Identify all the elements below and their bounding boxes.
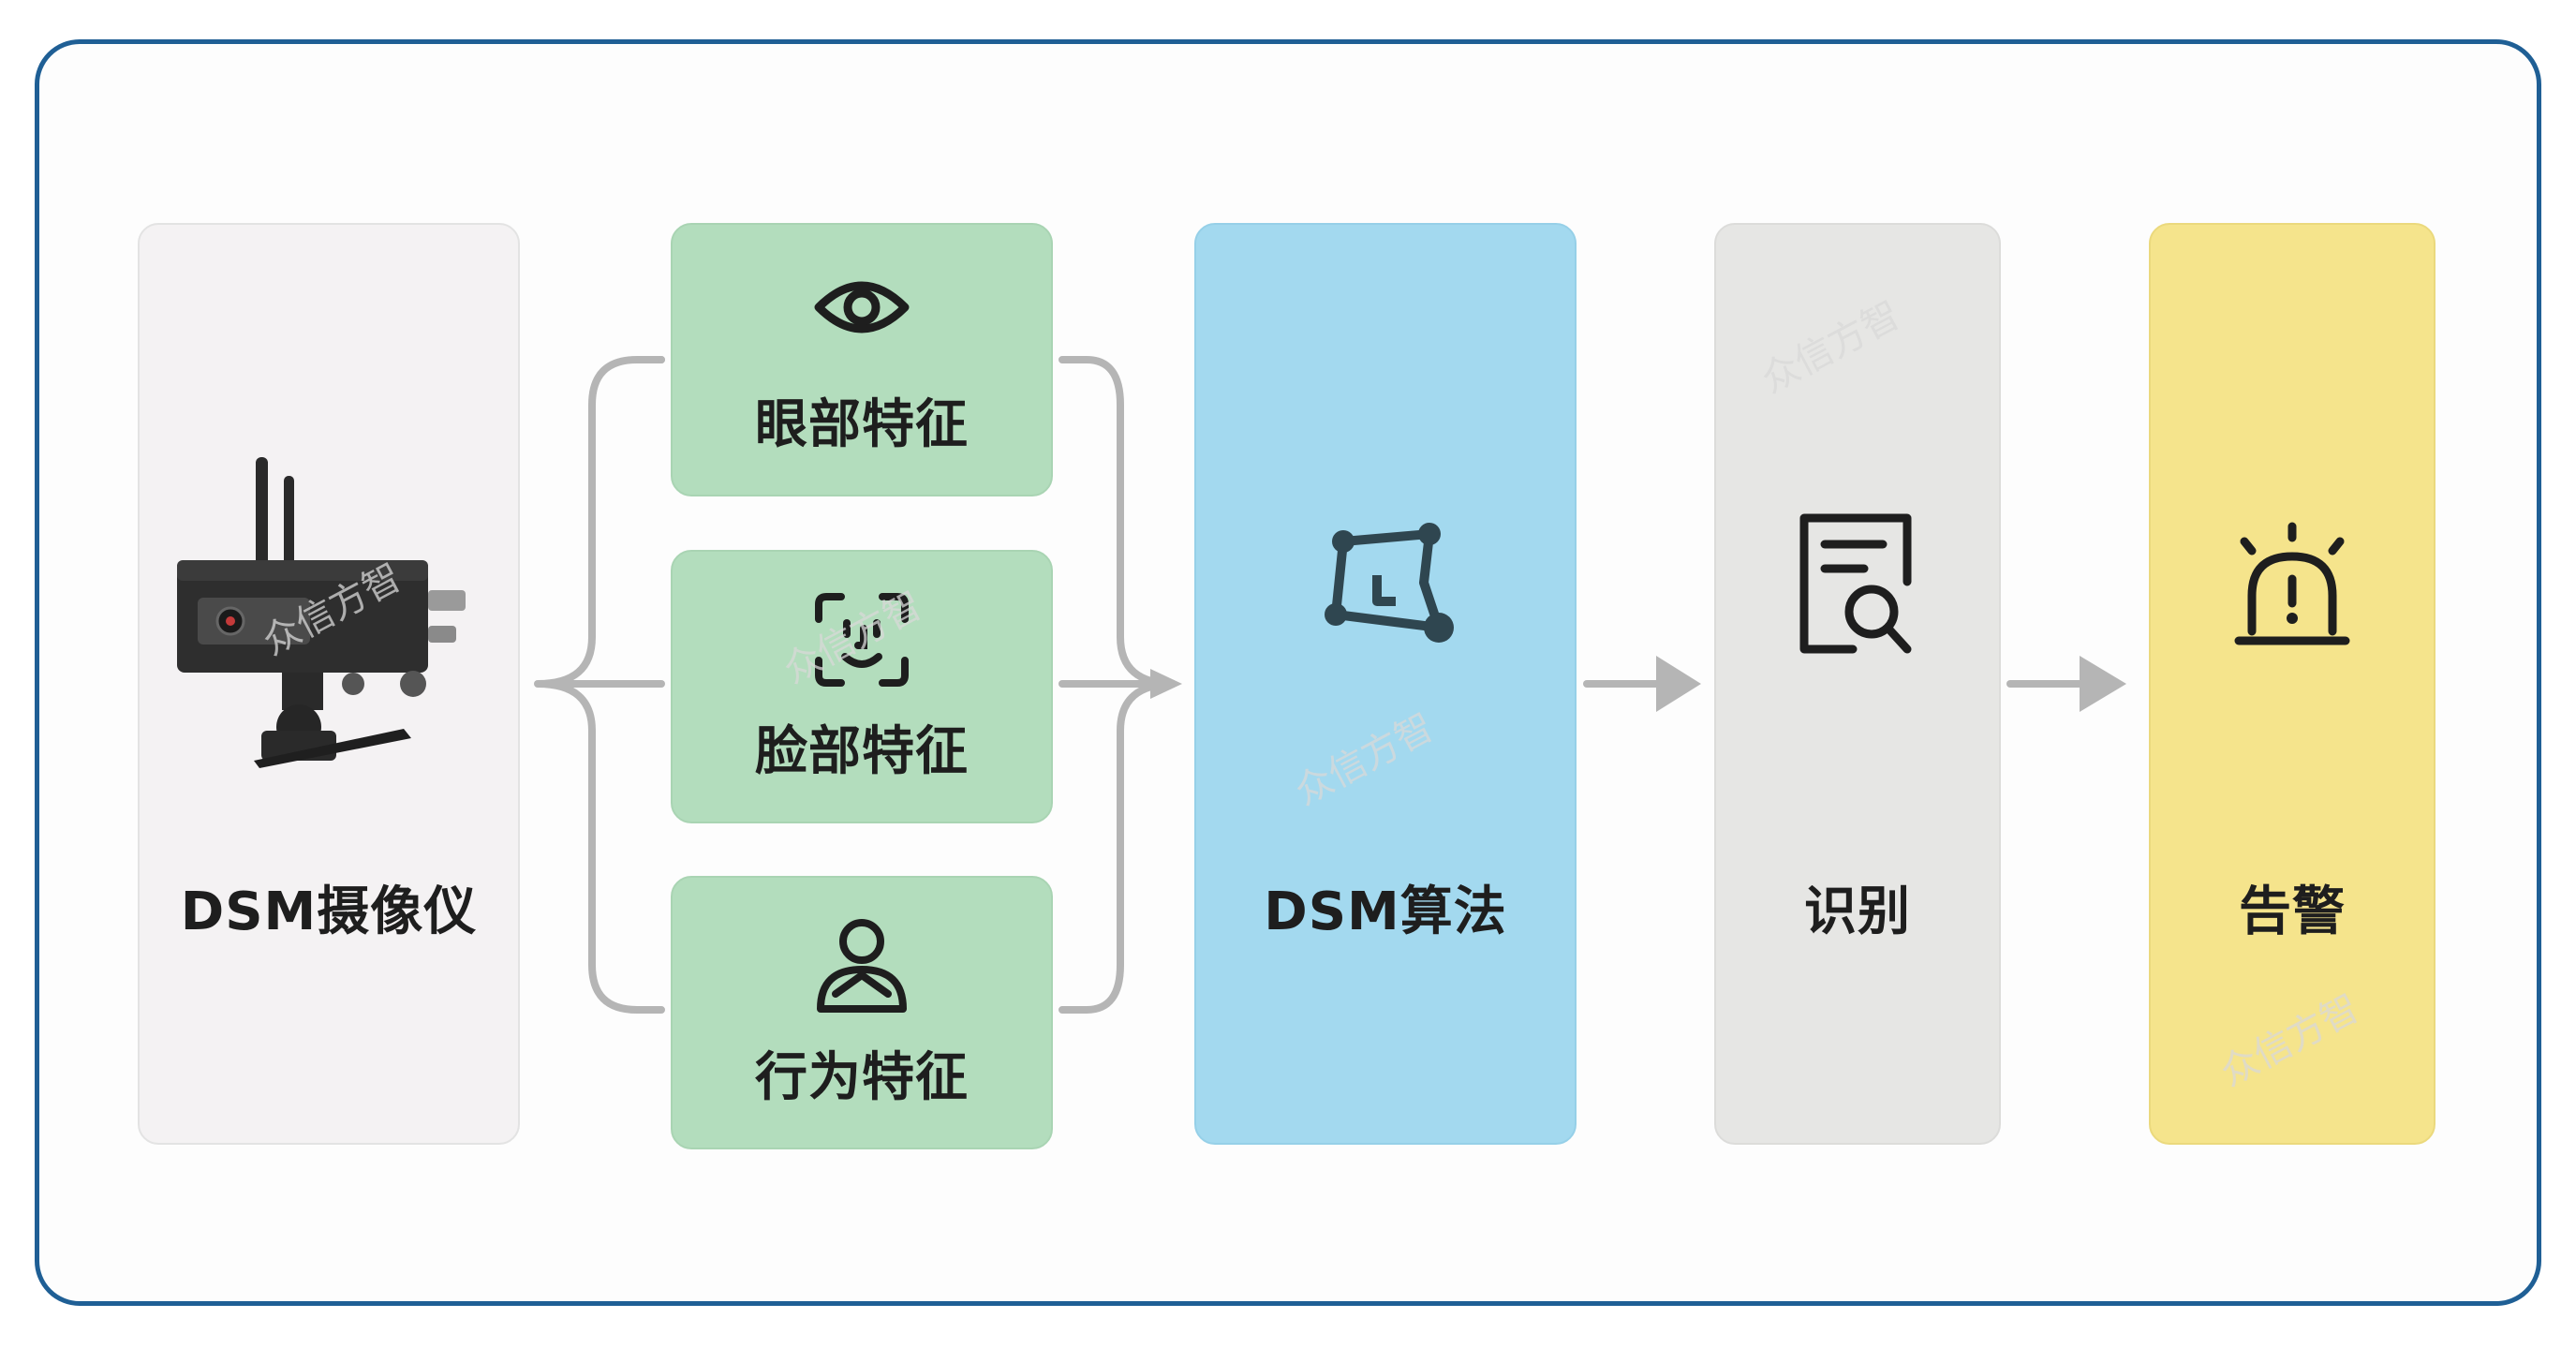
node-eye-feature: 眼部特征 bbox=[671, 223, 1053, 496]
node-camera: DSM摄像仪 bbox=[138, 223, 520, 1145]
node-recognition: 识别 bbox=[1714, 223, 2001, 1145]
document-search-icon bbox=[1799, 513, 1912, 654]
eye-feature-label: 眼部特征 bbox=[755, 394, 969, 455]
arrow-head-to-recognition bbox=[1656, 656, 1701, 712]
face-scan-icon bbox=[815, 593, 909, 687]
alarm-label: 告警 bbox=[2239, 881, 2346, 942]
person-icon bbox=[817, 919, 907, 1013]
face-feature-label: 脸部特征 bbox=[755, 721, 969, 782]
behavior-feature-label: 行为特征 bbox=[755, 1047, 969, 1108]
node-alarm: 告警 bbox=[2149, 223, 2435, 1145]
camera-device-icon bbox=[177, 457, 466, 768]
node-face-feature: 脸部特征 bbox=[671, 550, 1053, 823]
algorithm-label: DSM算法 bbox=[1264, 881, 1507, 942]
alarm-light-icon bbox=[2234, 522, 2350, 645]
camera-label: DSM摄像仪 bbox=[180, 881, 478, 942]
node-dsm-algorithm: DSM算法 bbox=[1194, 223, 1577, 1145]
arrow-head-to-algorithm bbox=[1150, 669, 1182, 699]
eye-icon bbox=[814, 281, 910, 333]
polygon-nodes-icon bbox=[1325, 523, 1454, 643]
arrow-head-to-alarm bbox=[2080, 656, 2126, 712]
node-behavior-feature: 行为特征 bbox=[671, 876, 1053, 1149]
recognition-label: 识别 bbox=[1804, 881, 1911, 942]
